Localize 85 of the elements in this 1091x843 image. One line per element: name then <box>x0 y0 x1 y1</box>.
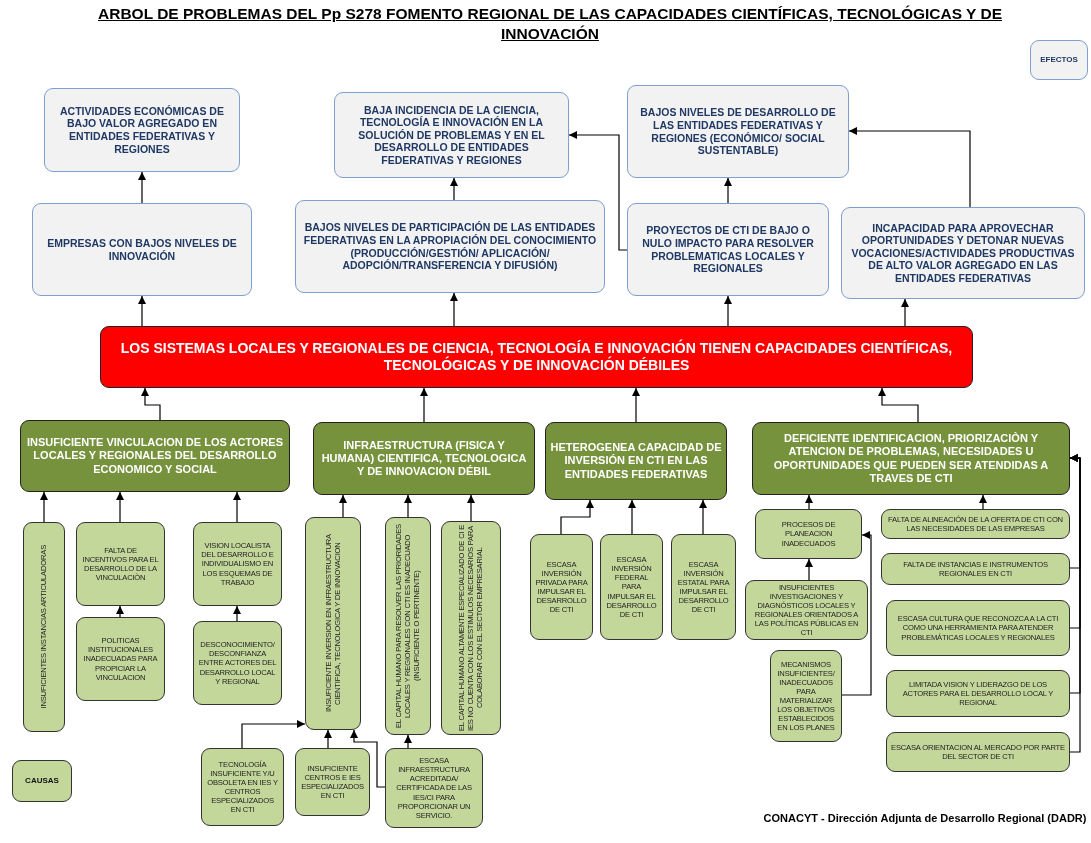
cause-box <box>385 748 483 828</box>
cause-box <box>745 580 868 640</box>
arrow <box>568 130 628 251</box>
box-text: HETEROGENEA CAPACIDAD DE INVERSIÓN EN CTI EN LAS ENTIDADES FEDERATIVAS <box>550 441 722 481</box>
arrow <box>137 295 147 327</box>
arrow <box>1069 453 1081 753</box>
cause-box <box>193 522 282 606</box>
arrow <box>900 298 910 327</box>
box-text: BAJA INCIDENCIA DE LA CIENCIA, TECNOLOGÍA E INNOVACIÓN EN LA SOLUCIÓN DE PROBLEMAS Y EN EL DESARROLLO DE ENTIDADES FEDERATIVAS Y REGIONES <box>357 103 546 167</box>
arrow <box>338 494 348 518</box>
cause-box <box>385 517 431 735</box>
effect-box <box>627 203 829 296</box>
arrow <box>841 530 872 696</box>
cause-box <box>23 522 65 732</box>
box-text: BAJOS NIVELES DE DESARROLLO DE LAS ENTIDADES FEDERATIVAS Y REGIONES (ECONÓMICO/ SOCIAL SUSTENTABLE) <box>639 106 837 157</box>
cause-box <box>881 509 1070 539</box>
arrow <box>232 605 242 622</box>
box-text: LOS SISTEMAS LOCALES Y REGIONALES DE CIENCIA, TECNOLOGÍA E INNOVACIÓN TIENEN CAPACIDADES CIENTÍFICAS, TECNOLÓGICAS Y DE INNOVACIÓN DÉBILES <box>119 340 954 374</box>
arrow <box>115 491 125 523</box>
cause-group-box <box>20 420 290 492</box>
arrow <box>627 499 637 535</box>
cause-box <box>600 534 663 640</box>
cause-box <box>295 748 370 816</box>
arrow <box>323 729 333 749</box>
box-text: CAUSAS <box>25 776 59 786</box>
box-text: ACTIVIDADES ECONÓMICAS DE BAJO VALOR AGREGADO EN ENTIDADES FEDERATIVAS Y REGIONES <box>59 104 225 156</box>
arrow <box>466 494 476 522</box>
cause-box <box>76 617 165 701</box>
arrow <box>877 387 919 423</box>
arrow <box>419 387 429 423</box>
core-problem-box <box>100 326 973 388</box>
diagram-title: ARBOL DE PROBLEMAS DEL Pp S278 FOMENTO REGIONAL DE LAS CAPACIDADES CIENTÍFICAS, TECNOLÓGICAS Y DE INNOVACIÓN <box>97 4 1003 45</box>
cause-box <box>305 517 361 730</box>
cause-box <box>76 522 165 606</box>
arrow <box>804 494 814 510</box>
box-text: EFECTOS <box>1040 55 1078 65</box>
arrow <box>137 171 147 204</box>
cause-group-box <box>313 422 535 495</box>
arrow <box>631 387 641 423</box>
box-text: INFRAESTRUCTURA (FISICA Y HUMANA) CIENTIFICA, TECNOLOGICA Y DE INNOVACION DÉBIL <box>320 438 528 479</box>
arrow <box>560 499 595 535</box>
cause-box <box>201 748 284 826</box>
cause-box <box>671 534 736 640</box>
cause-box <box>886 732 1070 772</box>
cause-box <box>193 621 282 705</box>
effect-box <box>627 85 849 178</box>
effect-box <box>841 207 1085 299</box>
box-text: PROYECTOS DE CTI DE BAJO O NULO IMPACTO PARA RESOLVER PROBLEMATICAS LOCALES Y REGIONALES <box>641 224 815 275</box>
arrow <box>403 734 413 749</box>
cause-box <box>886 670 1070 717</box>
arrow <box>232 491 242 523</box>
arrow <box>698 499 708 535</box>
box-text: EMPRESAS CON BAJOS NIVELES DE INNOVACIÓN <box>46 236 238 263</box>
cause-box <box>441 521 501 735</box>
cause-group-box <box>545 422 727 500</box>
arrow <box>39 491 49 523</box>
arrow <box>241 719 306 749</box>
section-tag <box>12 760 72 802</box>
arrow <box>140 387 161 421</box>
cause-box <box>755 509 862 559</box>
cause-group-box <box>752 422 1070 495</box>
arrow <box>449 292 459 327</box>
arrow <box>403 494 413 518</box>
arrow <box>449 177 459 201</box>
effect-box <box>44 88 240 172</box>
section-tag <box>1030 40 1088 80</box>
source-note: CONACYT - Dirección Adjunta de Desarrollo Regional (DADR) <box>762 812 1088 826</box>
box-text: INCAPACIDAD PARA APROVECHAR OPORTUNIDADES Y DETONAR NUEVAS VOCACIONES/ACTIVIDADES PRODUCTIVAS DE ALTO VALOR AGREGADO EN LAS ENTIDADES FEDERATIVAS <box>850 221 1076 285</box>
effect-box <box>32 203 252 296</box>
box-text: BAJOS NIVELES DE PARTICIPACIÓN DE LAS ENTIDADES FEDERATIVAS EN LA APROPIACIÓN DEL CONOCIMIENTO (PRODUCCIÓN/GESTIÓN/ APLICACIÓN/ ADOPCIÓN/TRANSFERENCIA Y DIFUSIÓN) <box>302 221 598 272</box>
arrow <box>723 295 733 327</box>
box-text: INSUFICIENTE VINCULACION DE LOS ACTORES LOCALES Y REGIONALES DEL DESARROLLO ECONOMICO Y SOCIAL <box>25 436 285 476</box>
box-text: DEFICIENTE IDENTIFICACION, PRIORIZACIÒN Y ATENCION DE PROBLEMAS, NECESIDADES U OPORTUNIDADES QUE PUEDEN SER ATENDIDAS A TRAVES DE CTI <box>772 432 1050 485</box>
cause-box <box>530 534 593 640</box>
arrow <box>804 558 814 581</box>
effect-box <box>295 200 605 293</box>
cause-box <box>886 600 1070 656</box>
arrow <box>349 729 386 788</box>
cause-box <box>770 650 842 742</box>
arrow <box>978 494 988 510</box>
cause-box <box>881 553 1070 585</box>
arrow <box>115 605 125 618</box>
effect-box <box>334 92 569 178</box>
arrow <box>723 177 733 204</box>
arrow <box>848 126 971 208</box>
